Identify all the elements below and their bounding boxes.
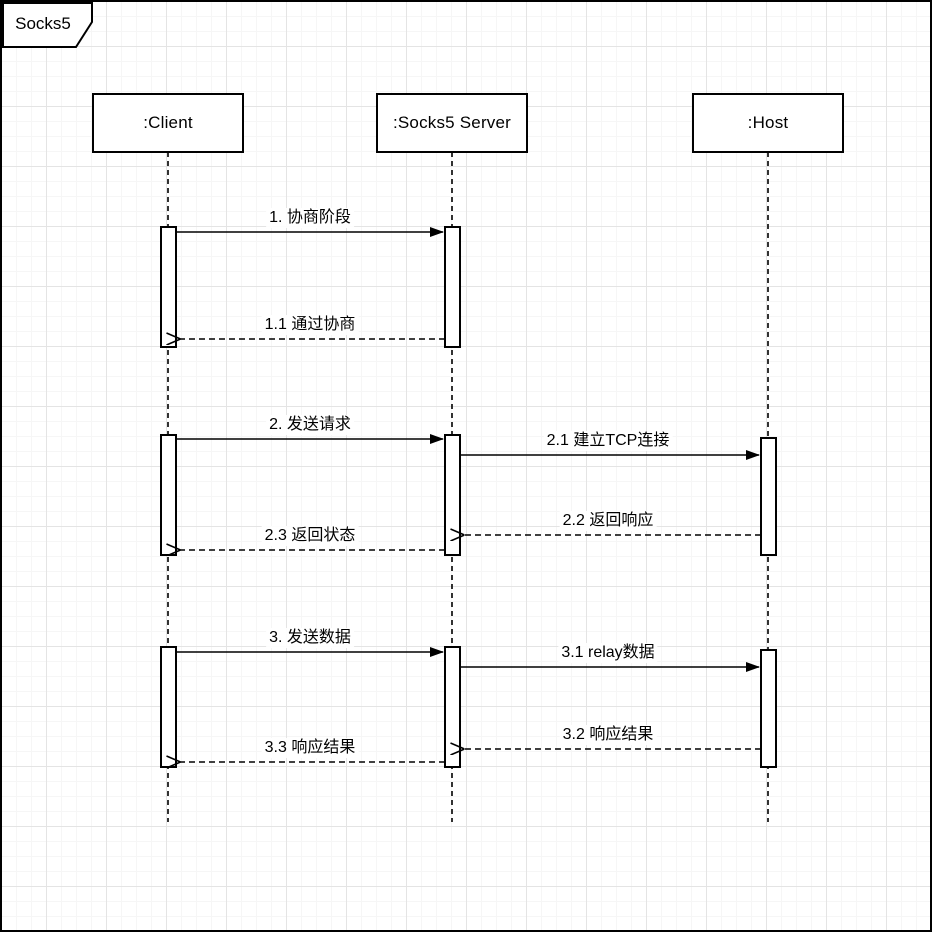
frame-title: Socks5 (15, 14, 71, 33)
message-label-2: 2. 发送请求 (266, 415, 354, 435)
message-label-2-1: 2.1 建立TCP连接 (543, 431, 673, 451)
message-label-3: 3. 发送数据 (266, 628, 354, 648)
activation-bar-server-2 (444, 434, 461, 556)
actor-label-client: :Client (143, 113, 193, 132)
activation-bar-server-3 (444, 646, 461, 768)
message-label-3-2: 3.2 响应结果 (559, 725, 657, 745)
message-label-2-3: 2.3 返回状态 (261, 526, 359, 546)
actor-label-host: :Host (747, 113, 789, 132)
message-label-1-1: 1.1 通过协商 (261, 315, 359, 335)
message-label-1: 1. 协商阶段 (266, 208, 354, 228)
activation-bar-client-2 (160, 434, 177, 556)
actor-box-server (376, 93, 528, 153)
frame-title-tab (2, 2, 93, 48)
actor-box-client (92, 93, 244, 153)
actor-box-host (692, 93, 844, 153)
activation-bar-host-2 (760, 437, 777, 556)
actor-label-server: :Socks5 Server (392, 113, 512, 132)
activation-bar-host-3 (760, 649, 777, 768)
activation-bar-client-1 (160, 226, 177, 348)
message-label-3-1: 3.1 relay数据 (558, 643, 658, 663)
activation-bar-server-1 (444, 226, 461, 348)
message-label-3-3: 3.3 响应结果 (261, 738, 359, 758)
message-label-2-2: 2.2 返回响应 (559, 511, 657, 531)
activation-bar-client-3 (160, 646, 177, 768)
